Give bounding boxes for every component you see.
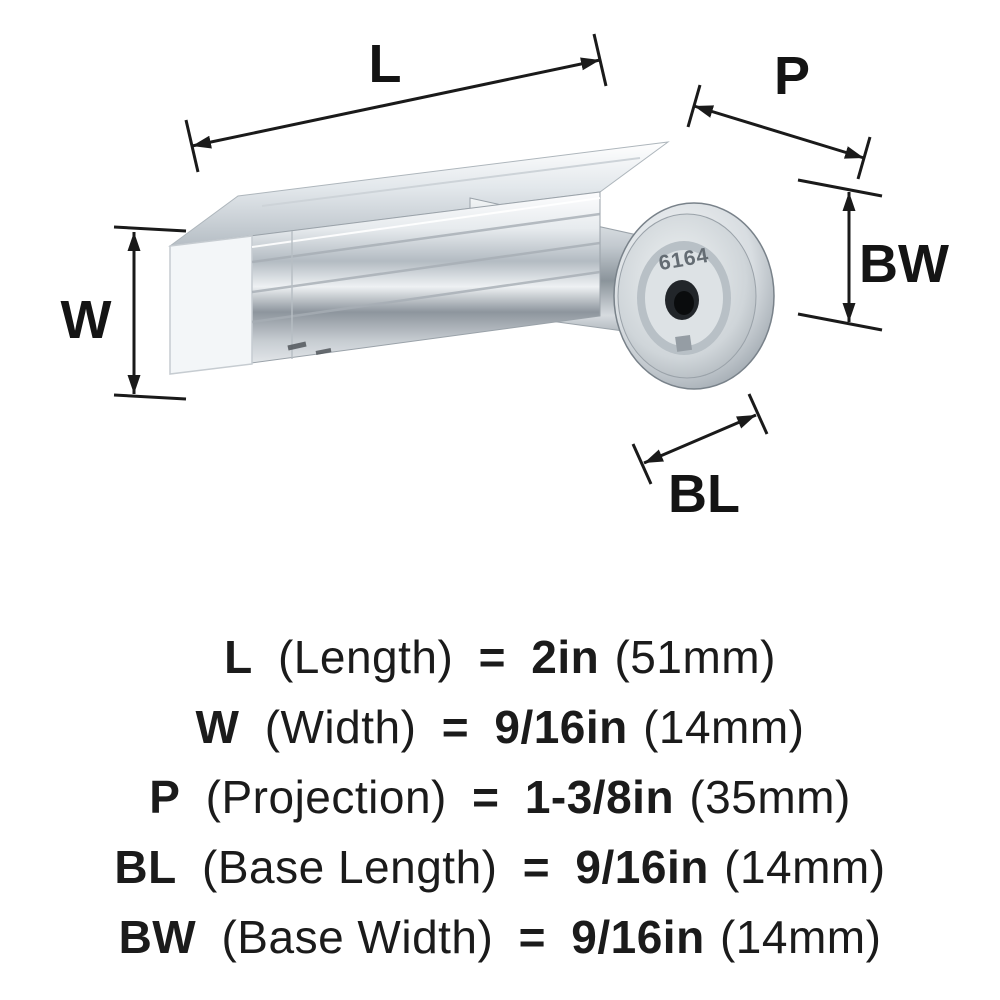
spec-code: P [149, 771, 181, 823]
dimension-projection: P [686, 46, 872, 180]
dim-label-base-length: BL [668, 464, 740, 524]
spec-equals: = [478, 631, 506, 683]
dim-label-projection: P [774, 46, 810, 106]
spec-code: BL [114, 841, 177, 893]
spec-name: (Base Length) [202, 841, 498, 893]
spec-code: W [195, 701, 240, 753]
knob-bar-shadow-marks [287, 341, 332, 355]
knob-bar-top-ridge [261, 157, 641, 207]
spec-code: L [224, 631, 253, 683]
spec-equals: = [522, 841, 551, 893]
dimension-length: L [184, 33, 608, 173]
knob-product: 6164 [168, 141, 775, 390]
spec-metric: (51mm) [614, 631, 776, 683]
spec-name: (Width) [264, 701, 417, 753]
base-notch [675, 334, 693, 352]
spec-line-projection: P (Projection) = 1-3/8in (35mm) [0, 762, 1000, 832]
dimension-base-width: BW [797, 178, 949, 332]
spec-line-base-width: BW (Base Width) = 9/16in (14mm) [0, 902, 1000, 972]
spec-line-base-length: BL (Base Length) = 9/16in (14mm) [0, 832, 1000, 902]
spec-metric: (14mm) [724, 841, 886, 893]
dimension-base-length: BL [631, 393, 769, 524]
spec-equals: = [518, 911, 546, 963]
spec-metric: (14mm) [643, 701, 805, 753]
knob-bar-highlight [251, 197, 601, 248]
spec-value: 9/16in [494, 701, 628, 753]
spec-value: 1-3/8in [524, 771, 675, 823]
spec-line-width: W (Width) = 9/16in (14mm) [0, 692, 1000, 762]
spec-value: 9/16in [571, 911, 705, 963]
knob-base: 6164 [613, 202, 775, 390]
spec-code: BW [118, 911, 197, 963]
spec-list: L (Length) = 2in (51mm) W (Width) = 9/16… [0, 622, 1000, 972]
product-diagram: 6164 L P W BW [61, 33, 949, 524]
spec-value: 9/16in [575, 841, 709, 893]
spec-name: (Base Width) [221, 911, 494, 963]
spec-value: 2in [531, 631, 600, 683]
spec-metric: (14mm) [719, 911, 882, 963]
spec-name: (Projection) [205, 771, 447, 823]
spec-metric: (35mm) [689, 771, 851, 823]
spec-name: (Length) [277, 631, 454, 683]
spec-equals: = [472, 771, 500, 823]
spec-line-length: L (Length) = 2in (51mm) [0, 622, 1000, 692]
knob-bar-end-cap [169, 235, 253, 375]
dimension-width: W [61, 225, 187, 401]
dim-label-length: L [369, 34, 402, 94]
knob-bar-ridges [251, 212, 601, 324]
spec-equals: = [441, 701, 470, 753]
screw-hole-inner [674, 291, 694, 315]
dim-label-base-width: BW [859, 234, 949, 294]
dim-label-width: W [61, 290, 112, 350]
